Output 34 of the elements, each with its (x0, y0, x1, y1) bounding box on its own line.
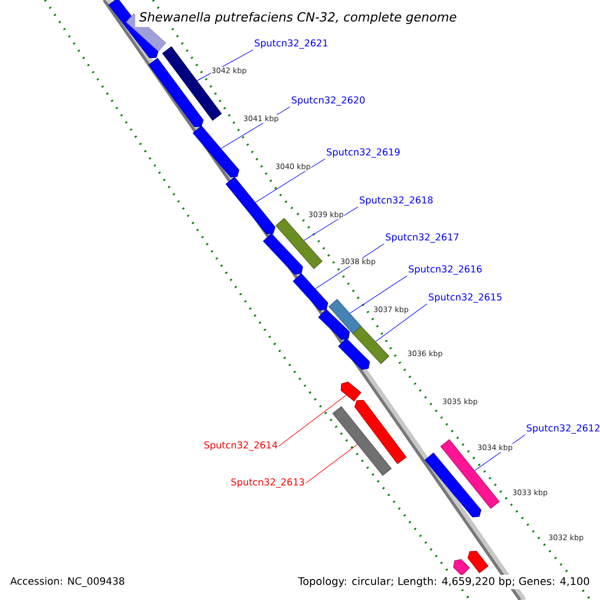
gene-block (468, 550, 489, 574)
gene-block (354, 400, 407, 464)
leader-line (375, 304, 428, 342)
gene-block (318, 308, 350, 340)
gene-block (148, 58, 204, 128)
gene-label: Sputcn32_2616 (408, 265, 482, 275)
gene-label: Sputcn32_2617 (386, 233, 458, 243)
leader-line (304, 206, 358, 241)
gene-block (292, 273, 328, 311)
gene-block (226, 176, 276, 234)
leader-line (306, 444, 358, 484)
gene-block (440, 439, 500, 509)
gene-block (192, 125, 240, 178)
gene-block (338, 338, 370, 370)
accession-label: Accession: NC_009438 (10, 577, 124, 587)
gene-label: Sputcn32_2615 (428, 293, 502, 303)
gene-label: Sputcn32_2612 (526, 424, 600, 434)
gene-block (332, 406, 392, 476)
gene-label: Sputcn32_2618 (360, 196, 433, 206)
leader-line (278, 394, 347, 446)
genome-info: Topology: circular; Length: 4,659,220 bp; Genes: 4,100 (296, 574, 592, 590)
title: Shewanella putrefaciens CN-32, complete genome (135, 8, 461, 28)
gene-label: Sputcn32_2619 (326, 148, 400, 158)
gene-label: Sputcn32_2620 (292, 96, 365, 106)
gene-block (340, 382, 362, 402)
leader-line (350, 276, 408, 314)
gene-block (424, 452, 482, 518)
gene-block (453, 559, 470, 576)
leader-line (255, 158, 326, 203)
gene-label: Sputcn32_2614 (204, 441, 278, 451)
gene-label: Sputcn32_2621 (254, 39, 328, 49)
gene-block (262, 233, 303, 275)
gene-label: Sputcn32_2613 (231, 478, 304, 488)
gene-block (352, 326, 390, 364)
